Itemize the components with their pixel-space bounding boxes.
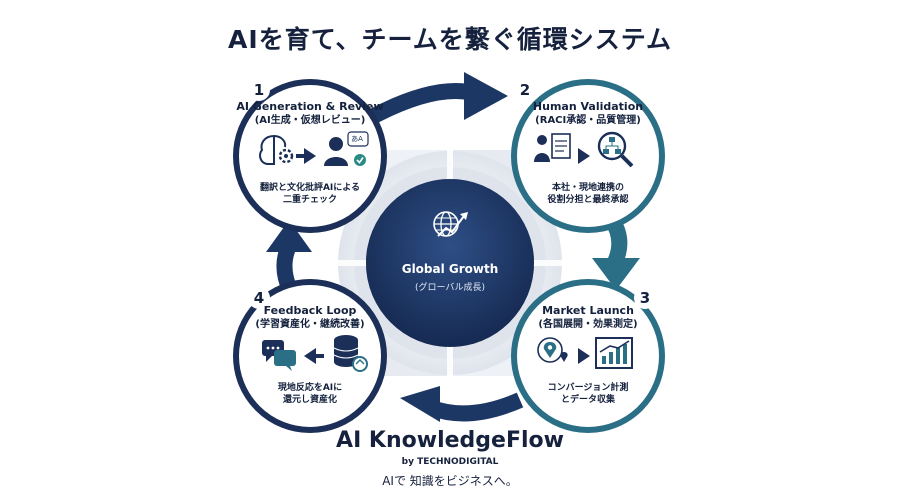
step-1-desc-line2: 二重チェック [282,195,337,205]
translation-person-icon [324,131,369,166]
step-2-description: 本社・現地連携の 役割分担と最終承認 [508,182,668,206]
arrow-right-head [592,258,640,290]
step-1-header: AI Generation & Review (AI生成・仮想レビュー) [230,100,390,127]
step-4-title: Feedback Loop [263,304,357,317]
center-core-cover [366,179,534,347]
brain-gear-icon [259,134,294,165]
step-4-subtitle: (学習資産化・継続改善) [255,319,365,330]
step-1-title: AI Generation & Review [236,100,384,113]
step-1-subtitle: (AI生成・仮想レビュー) [254,115,366,126]
step-3-desc-line1: コンバージョン計測 [547,383,629,393]
step-2-subtitle: (RACI承認・品質管理) [535,115,641,126]
step-3-subtitle: (各国展開・効果測定) [538,319,638,330]
hierarchy-search-icon [597,131,634,168]
step-1-desc-line1: 翻訳と文化批評AIによる [259,183,361,193]
arrow-bottom [429,392,524,422]
step-2-desc-line1: 本社・現地連携の [551,183,624,193]
arrow-small-1 [304,148,316,164]
cycle-arrows [266,72,640,422]
step-3-title: Market Launch [542,304,634,317]
brand-tagline: AIで 知識をビジネスへ。 [382,474,518,488]
step-2-header: Human Validation (RACI承認・品質管理) [508,100,668,127]
growth-chart-icon [595,337,633,369]
step-number-3: 3 [634,287,656,309]
arrow-top [366,83,470,126]
step-3-description: コンバージョン計測 とデータ収集 [508,382,668,406]
step-2-title: Human Validation [532,100,644,113]
step-1-description: 翻訳と文化批評AIによる 二重チェック [230,182,390,206]
arrow-small-3 [578,348,590,364]
step-2-desc-line2: 役割分担と最終承認 [547,195,629,205]
step-4-desc-line2: 還元し資産化 [282,395,337,405]
step-4-desc-line1: 現地反応をAIに [277,383,343,393]
page-title: AIを育て、チームを繋ぐ循環システム [228,25,672,54]
globe-arrow-icon [433,211,468,237]
center-subtitle: (グローバル成長) [415,283,485,293]
step-number-4: 4 [248,287,270,309]
step-4-description: 現地反応をAIに 還元し資産化 [230,382,390,406]
center-title: Global Growth [401,262,499,276]
arrow-small-2 [578,148,590,164]
location-pins-icon [537,337,568,363]
step-3-desc-line2: とデータ収集 [560,395,615,405]
step-number-2: 2 [514,79,536,101]
database-sync-icon [333,335,368,372]
reviewer-document-icon [534,133,571,162]
brand-by: by TECHNODIGITAL [401,457,499,467]
step-4-header: Feedback Loop (学習資産化・継続改善) [230,304,390,331]
arrow-top-head [464,72,508,120]
arrow-bottom-head [400,386,440,422]
arrow-left-head [266,220,312,252]
arrow-small-4 [304,348,316,364]
chat-bubbles-icon [262,340,296,371]
step-number-1: 1 [248,79,270,101]
brand-name: AI KnowledgeFlow [336,428,564,453]
translation-badge: あA [351,135,363,143]
step-3-header: Market Launch (各国展開・効果測定) [508,304,668,331]
